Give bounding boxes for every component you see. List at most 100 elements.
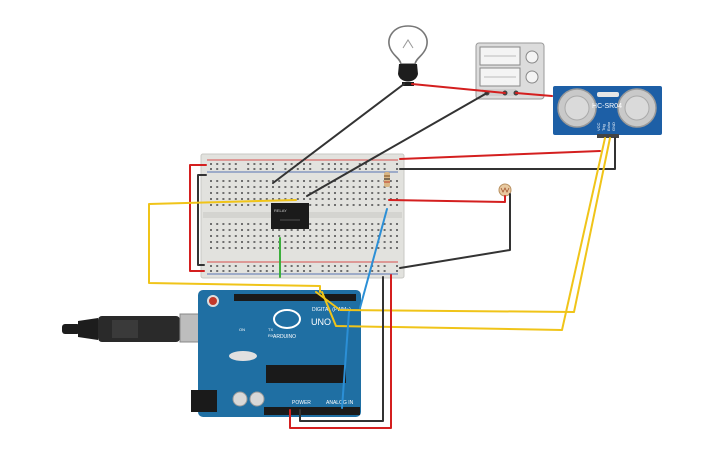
breadboard-hole (247, 198, 250, 200)
breadboard-hole (365, 192, 367, 194)
breadboard-hole (222, 247, 225, 249)
breadboard-hole (265, 247, 268, 249)
breadboard-hole (247, 180, 250, 182)
breadboard-hole (234, 180, 237, 182)
breadboard-hole (265, 270, 268, 272)
breadboard-hole (216, 247, 219, 249)
breadboard-hole (340, 265, 343, 267)
breadboard-hole (265, 241, 268, 243)
breadboard-hole (296, 186, 299, 188)
breadboard-hole (321, 163, 324, 165)
breadboard-hole (383, 247, 386, 249)
breadboard-hole (327, 241, 330, 243)
breadboard-hole (222, 163, 225, 165)
breadboard-hole (296, 247, 299, 249)
breadboard-hole (210, 180, 212, 182)
breadboard-hole (265, 192, 268, 194)
breadboard-hole (389, 204, 392, 206)
breadboard-hole (396, 186, 398, 188)
wire-black-bulb (272, 83, 405, 184)
breadboard-hole (253, 270, 256, 272)
breadboard-hole (352, 223, 355, 225)
breadboard-hole (210, 204, 212, 206)
breadboard-hole (340, 241, 343, 243)
breadboard-hole (284, 241, 287, 243)
breadboard-hole (327, 229, 330, 231)
breadboard-hole (377, 198, 380, 200)
breadboard-hole (396, 229, 398, 231)
breadboard-hole (247, 186, 250, 188)
breadboard-hole (396, 168, 398, 170)
breadboard-hole (365, 235, 367, 237)
breadboard-hole (383, 192, 386, 194)
breadboard-hole (272, 180, 274, 182)
breadboard-hole (340, 229, 343, 231)
breadboard-hole (358, 247, 361, 249)
breadboard-hole (389, 235, 392, 237)
breadboard-hole (303, 247, 305, 249)
breadboard-hole (358, 270, 361, 272)
breadboard-hole (290, 180, 293, 182)
breadboard-hole (241, 204, 243, 206)
breadboard-hole (346, 270, 349, 272)
breadboard-hole (247, 241, 250, 243)
breadboard-hole (265, 163, 268, 165)
arduino-model: UNO (311, 317, 331, 327)
breadboard-hole (383, 241, 386, 243)
breadboard-hole (247, 168, 250, 170)
breadboard-hole (334, 270, 336, 272)
breadboard-hole (371, 235, 374, 237)
breadboard-hole (228, 223, 231, 225)
breadboard-hole (327, 186, 330, 188)
breadboard-hole (377, 223, 380, 225)
breadboard-hole (259, 247, 262, 249)
breadboard-hole (290, 270, 293, 272)
breadboard-hole (303, 270, 305, 272)
breadboard-hole (228, 241, 231, 243)
breadboard-hole (315, 223, 318, 225)
breadboard-hole (383, 265, 386, 267)
breadboard-hole (358, 186, 361, 188)
breadboard-hole (309, 186, 312, 188)
breadboard-hole (222, 235, 225, 237)
breadboard-hole (334, 247, 336, 249)
breadboard-hole (265, 186, 268, 188)
breadboard-hole (358, 198, 361, 200)
breadboard-hole (259, 163, 262, 165)
wire-red-relay-sensor (515, 92, 553, 97)
wire-yellow-left (148, 199, 321, 293)
breadboard-hole (253, 198, 256, 200)
breadboard-hole (377, 180, 380, 182)
relay-chip (271, 203, 309, 229)
breadboard-hole (247, 229, 250, 231)
wire-black-left-rail (197, 174, 207, 266)
wire-black-relay (306, 92, 488, 197)
breadboard-hole (241, 235, 243, 237)
breadboard-hole (321, 168, 324, 170)
breadboard-hole (222, 168, 225, 170)
breadboard-hole (234, 229, 237, 231)
breadboard-hole (327, 247, 330, 249)
breadboard-hole (365, 198, 367, 200)
breadboard-hole (383, 186, 386, 188)
breadboard-hole (340, 235, 343, 237)
breadboard-hole (253, 192, 256, 194)
breadboard-hole (210, 241, 212, 243)
sensor-pin-trig: Trig (601, 124, 606, 131)
breadboard-hole (309, 270, 312, 272)
breadboard-hole (346, 192, 349, 194)
breadboard-hole (284, 198, 287, 200)
breadboard-hole (222, 198, 225, 200)
breadboard-hole (358, 235, 361, 237)
breadboard-hole (234, 235, 237, 237)
breadboard-hole (265, 229, 268, 231)
breadboard-hole (358, 241, 361, 243)
breadboard-hole (371, 241, 374, 243)
breadboard-hole (389, 180, 392, 182)
breadboard-hole (253, 168, 256, 170)
breadboard-hole (396, 163, 398, 165)
breadboard-hole (290, 163, 293, 165)
breadboard-hole (365, 180, 367, 182)
breadboard-hole (309, 229, 312, 231)
breadboard-hole (334, 192, 336, 194)
